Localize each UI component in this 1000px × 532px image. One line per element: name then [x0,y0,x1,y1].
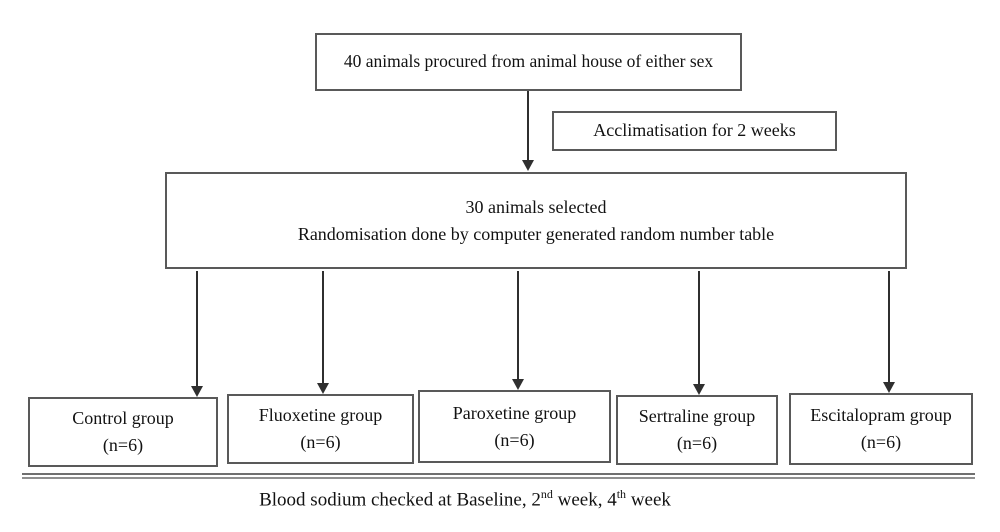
group-name: Control group [72,408,174,428]
acclimatisation-box-text: Acclimatisation for 2 weeks [593,120,796,141]
group-box-control: Control group (n=6) [28,397,218,467]
group-box-sertraline: Sertraline group (n=6) [616,395,778,465]
acclimatisation-box: Acclimatisation for 2 weeks [552,111,837,151]
group-count: (n=6) [102,435,144,455]
arrow-to-fluoxetine-line [322,271,324,383]
arrow-to-paroxetine-line [517,271,519,379]
group-box-paroxetine: Paroxetine group (n=6) [418,390,611,463]
footer-caption-sup2: th [616,487,627,501]
arrow-to-escitalopram-line [888,271,890,382]
arrow-to-control-line [196,271,198,386]
footer-rule-bottom [22,477,975,479]
group-box-fluoxetine: Fluoxetine group (n=6) [227,394,414,464]
group-name: Escitalopram group [810,405,952,425]
arrow-to-control-head [191,386,203,397]
arrow-to-sertraline-line [698,271,700,384]
selection-box: 30 animals selected Randomisation done b… [165,172,907,269]
procurement-box-text: 40 animals procured from animal house of… [343,51,714,72]
arrow-to-paroxetine-head [512,379,524,390]
selection-box-line1: 30 animals selected [465,197,607,218]
group-name: Paroxetine group [452,402,577,423]
arrow-to-escitalopram-head [883,382,895,393]
arrow-procurement-to-selection-line [527,91,529,161]
footer-caption-part1: Blood sodium checked at Baseline, 2 [259,489,541,511]
arrow-procurement-to-selection-head [522,160,534,171]
arrow-to-fluoxetine-head [317,383,329,394]
group-count: (n=6) [860,432,902,452]
footer-caption-part3: week [626,489,671,511]
group-count: (n=6) [494,429,535,450]
group-name: Fluoxetine group [258,405,383,425]
footer-caption-sup1: nd [540,487,553,501]
group-box-escitalopram: Escitalopram group (n=6) [789,393,973,465]
procurement-box: 40 animals procured from animal house of… [315,33,742,91]
arrow-to-sertraline-head [693,384,705,395]
footer-rule-top [22,473,975,475]
group-count: (n=6) [676,433,718,453]
selection-box-line2: Randomisation done by computer generated… [297,223,775,244]
group-name: Sertraline group [638,406,756,426]
footer-caption-part2: week, 4 [552,489,617,511]
footer-caption: Blood sodium checked at Baseline, 2nd we… [0,487,930,511]
group-count: (n=6) [300,432,341,452]
